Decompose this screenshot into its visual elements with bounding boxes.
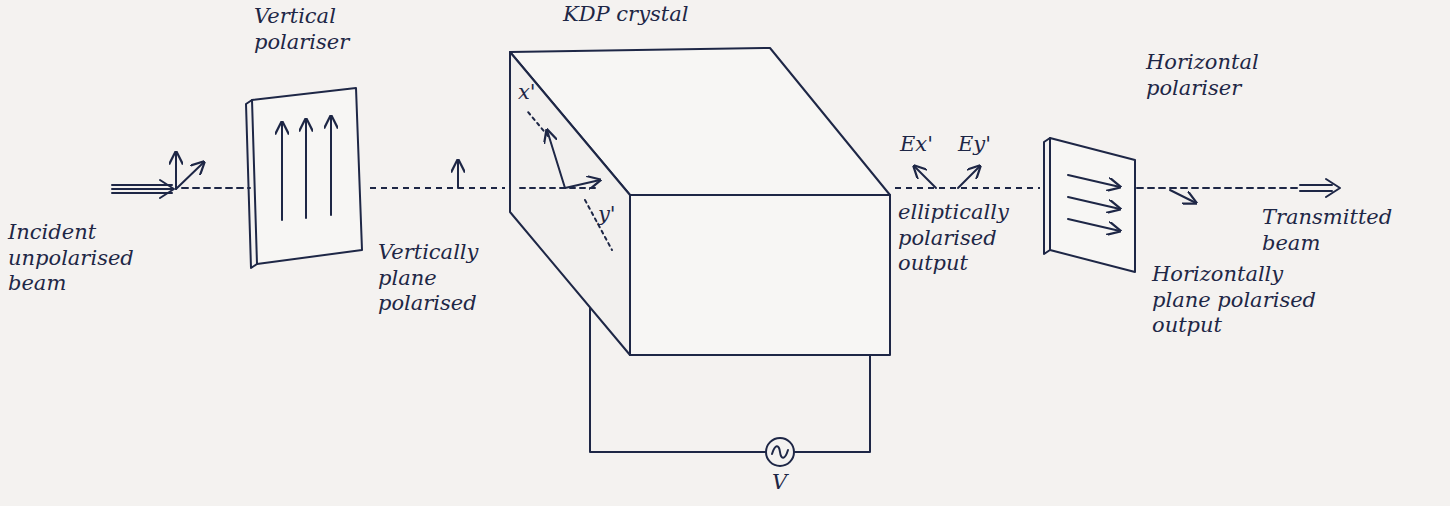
- transmitted-beam: [1137, 179, 1340, 203]
- polariser-plate: Vertical polariser: [240, 4, 370, 270]
- incident-beam: [112, 152, 250, 198]
- output-label: Horizontally plane polarised output: [1152, 262, 1342, 339]
- part-heading: Vertical polariser: [254, 4, 366, 55]
- output-label: elliptically polarised output: [898, 200, 1038, 277]
- field-components: [914, 166, 980, 188]
- crystal-block: KDP crystal: [505, 2, 895, 358]
- light-beam: [895, 187, 1040, 189]
- polarisation-label: Vertically plane polarised: [378, 240, 504, 317]
- polariser-plate: Horizontal polariser: [1040, 50, 1262, 274]
- axis-label: x': [518, 80, 548, 106]
- beam-label: Transmitted beam: [1262, 205, 1442, 256]
- light-beam: [370, 187, 505, 189]
- horizontal-polariser-plate: [1044, 138, 1135, 272]
- part-heading: Horizontal polariser: [1146, 50, 1262, 101]
- field-label: Ex': [900, 132, 942, 158]
- axis-label: y': [598, 202, 628, 228]
- voltage-supply-wires: [590, 308, 870, 466]
- beam-label: Incident unpolarised beam: [8, 220, 136, 297]
- polarisation-arrow: [457, 160, 459, 188]
- voltage-label: V: [772, 470, 802, 496]
- part-heading: KDP crystal: [563, 2, 763, 28]
- kdp-crystal-body: [510, 48, 890, 355]
- vertical-polariser-plate: [246, 88, 362, 268]
- field-label: Ey': [958, 132, 1000, 158]
